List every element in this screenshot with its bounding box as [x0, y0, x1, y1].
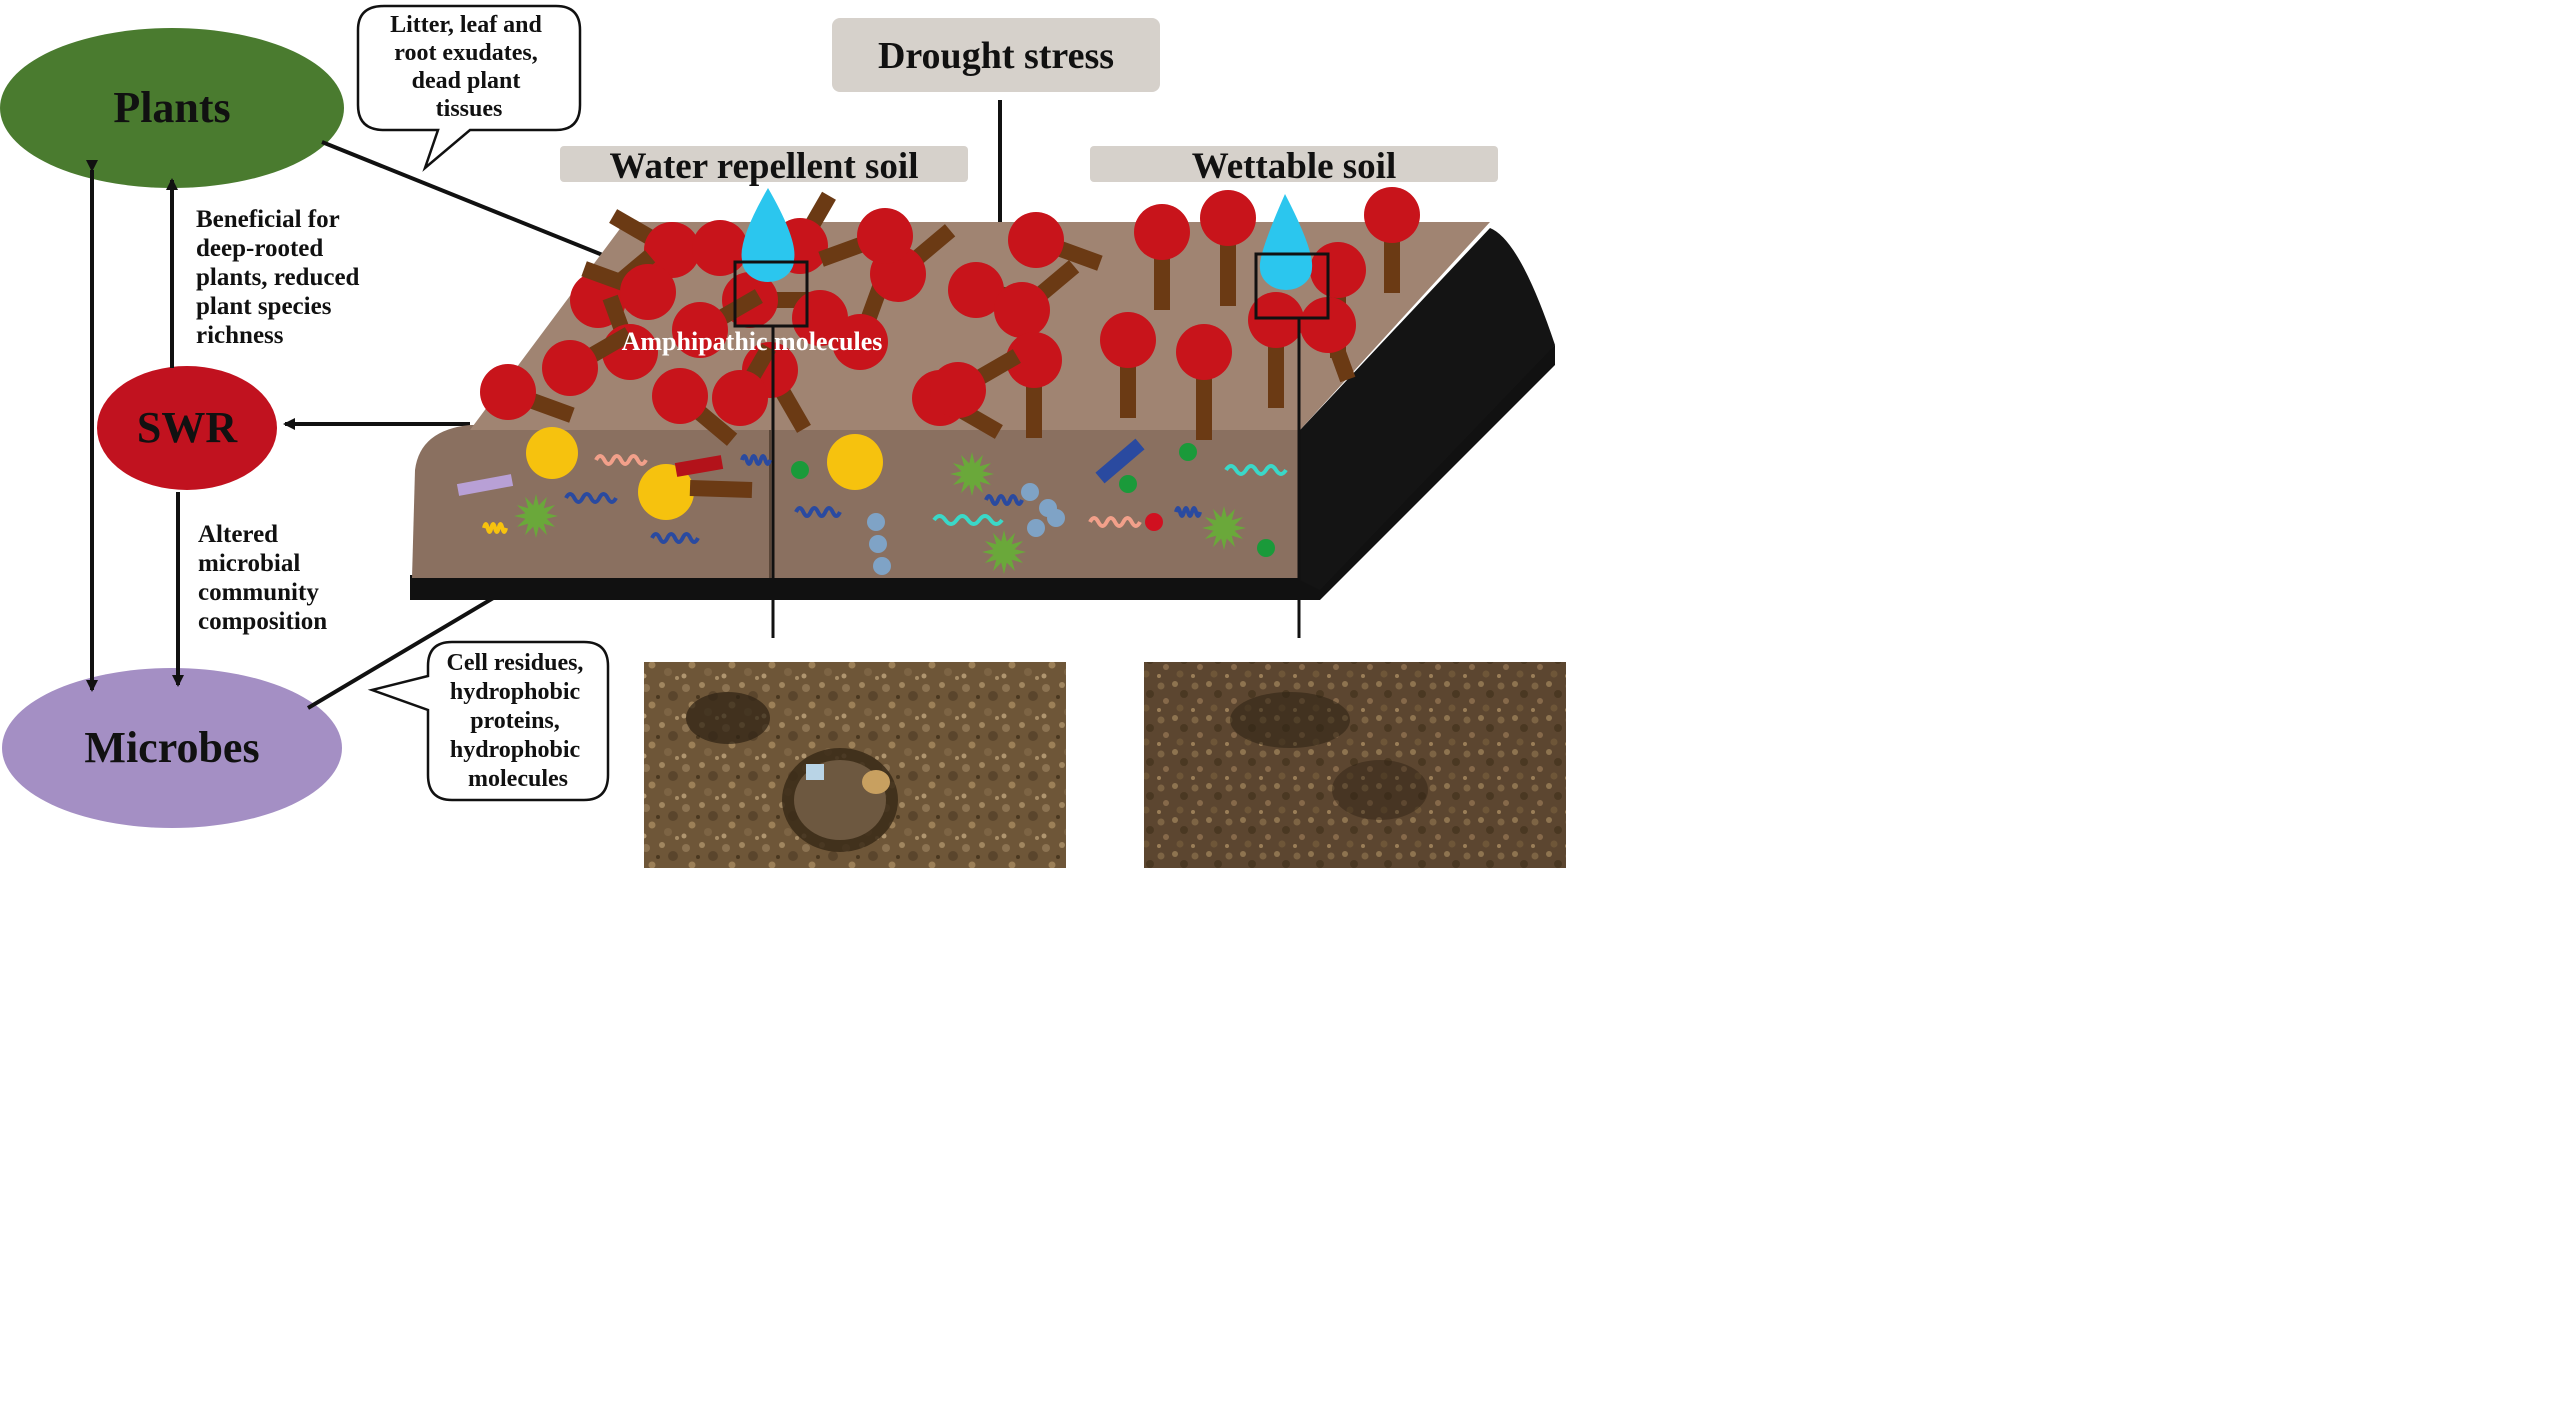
spiral-bacterium	[740, 454, 772, 466]
microbes-node: Microbes	[2, 668, 342, 828]
molecule	[609, 209, 700, 278]
spiral-bacterium	[650, 532, 700, 544]
spiral-bacterium	[564, 492, 618, 504]
green-star-microbe	[1202, 506, 1246, 550]
water-repellent-header: Water repellent soil	[560, 146, 968, 187]
plants-label: Plants	[113, 83, 230, 132]
spiral-bacterium	[932, 514, 1004, 526]
small-sphere	[791, 461, 809, 479]
small-sphere	[1119, 475, 1137, 493]
water-droplet-repellent	[741, 188, 795, 282]
amphipathic-molecules-label: Amphipathic molecules	[622, 327, 883, 356]
microbe-inputs-callout: Cell residues, hydrophobic proteins, hyd…	[367, 640, 610, 802]
molecule	[1100, 312, 1156, 418]
molecule	[818, 208, 913, 267]
wettable-soil-photo	[1144, 662, 1566, 868]
repellent-soil-photo	[644, 662, 1066, 868]
swr-plants-effect-text: Beneficial for deep-rooted plants, reduc…	[196, 206, 366, 349]
molecule	[1134, 204, 1190, 310]
rod-bacterium	[1095, 438, 1145, 484]
repellent-zoom-box	[733, 260, 809, 328]
molecule	[1176, 324, 1232, 440]
swr-microbes-effect-text: Altered microbial community composition	[198, 521, 327, 635]
amphipathic-molecules	[480, 187, 1420, 446]
green-star-microbe	[982, 530, 1026, 574]
molecule	[672, 289, 763, 358]
molecule	[581, 261, 676, 320]
water-droplet-wettable	[1259, 194, 1313, 290]
small-sphere	[1145, 513, 1163, 531]
spiral-bacterium	[1174, 506, 1202, 518]
plant-inputs-callout: Litter, leaf and root exudates, dead pla…	[356, 4, 582, 172]
wettable-zoom-box	[1254, 252, 1330, 320]
molecule-tail	[674, 455, 724, 477]
soil-microbes	[456, 427, 1288, 575]
molecule	[480, 364, 575, 423]
wettable-soil-header: Wettable soil	[1090, 146, 1498, 187]
coccus	[1027, 519, 1045, 537]
plants-to-soil-arrow	[321, 140, 622, 264]
spiral-bacterium	[482, 522, 508, 534]
coccus	[867, 513, 885, 531]
small-sphere	[1179, 443, 1197, 461]
rod-bacterium	[456, 474, 514, 496]
molecule	[1006, 332, 1062, 438]
coccus	[1021, 483, 1039, 501]
molecule	[1008, 212, 1103, 271]
small-sphere	[1257, 539, 1275, 557]
spiral-bacterium	[984, 494, 1024, 506]
green-star-microbe	[950, 452, 994, 496]
molecule	[1364, 187, 1420, 293]
coiled-bacterium	[594, 454, 648, 466]
coiled-bacterium	[1088, 516, 1142, 528]
drought-stress-banner: Drought stress	[832, 18, 1160, 92]
svg-text:Water repellent soil: Water repellent soil	[610, 146, 919, 187]
coccus	[1047, 509, 1065, 527]
svg-text:Litter, leaf and root ex: Litter, leaf and root exudates, dead pla…	[390, 12, 548, 122]
svg-text:Drought stress: Drought stress	[878, 35, 1114, 77]
spiral-bacterium	[794, 506, 842, 518]
molecule-tail	[689, 480, 753, 498]
yellow-microbe	[526, 427, 578, 479]
swr-node: SWR	[97, 366, 277, 490]
microbes-label: Microbes	[84, 723, 259, 772]
molecule	[1200, 190, 1256, 306]
yellow-microbe	[827, 434, 883, 490]
plants-node: Plants	[0, 28, 344, 188]
molecule	[930, 349, 1021, 418]
coccus	[869, 535, 887, 553]
molecule	[712, 343, 776, 426]
swr-label: SWR	[137, 403, 238, 452]
green-star-microbe	[514, 494, 558, 538]
svg-text:Cell residues, hydrophob: Cell residues, hydrophobic proteins, hyd…	[447, 650, 590, 792]
coccus	[873, 557, 891, 575]
molecule	[994, 260, 1080, 338]
yellow-microbe	[638, 464, 694, 520]
molecule	[652, 368, 738, 446]
molecule	[1300, 297, 1356, 383]
molecule	[1248, 292, 1304, 408]
spiral-bacterium	[1224, 464, 1288, 476]
svg-text:Wettable soil: Wettable soil	[1192, 146, 1397, 187]
molecule	[542, 327, 633, 396]
